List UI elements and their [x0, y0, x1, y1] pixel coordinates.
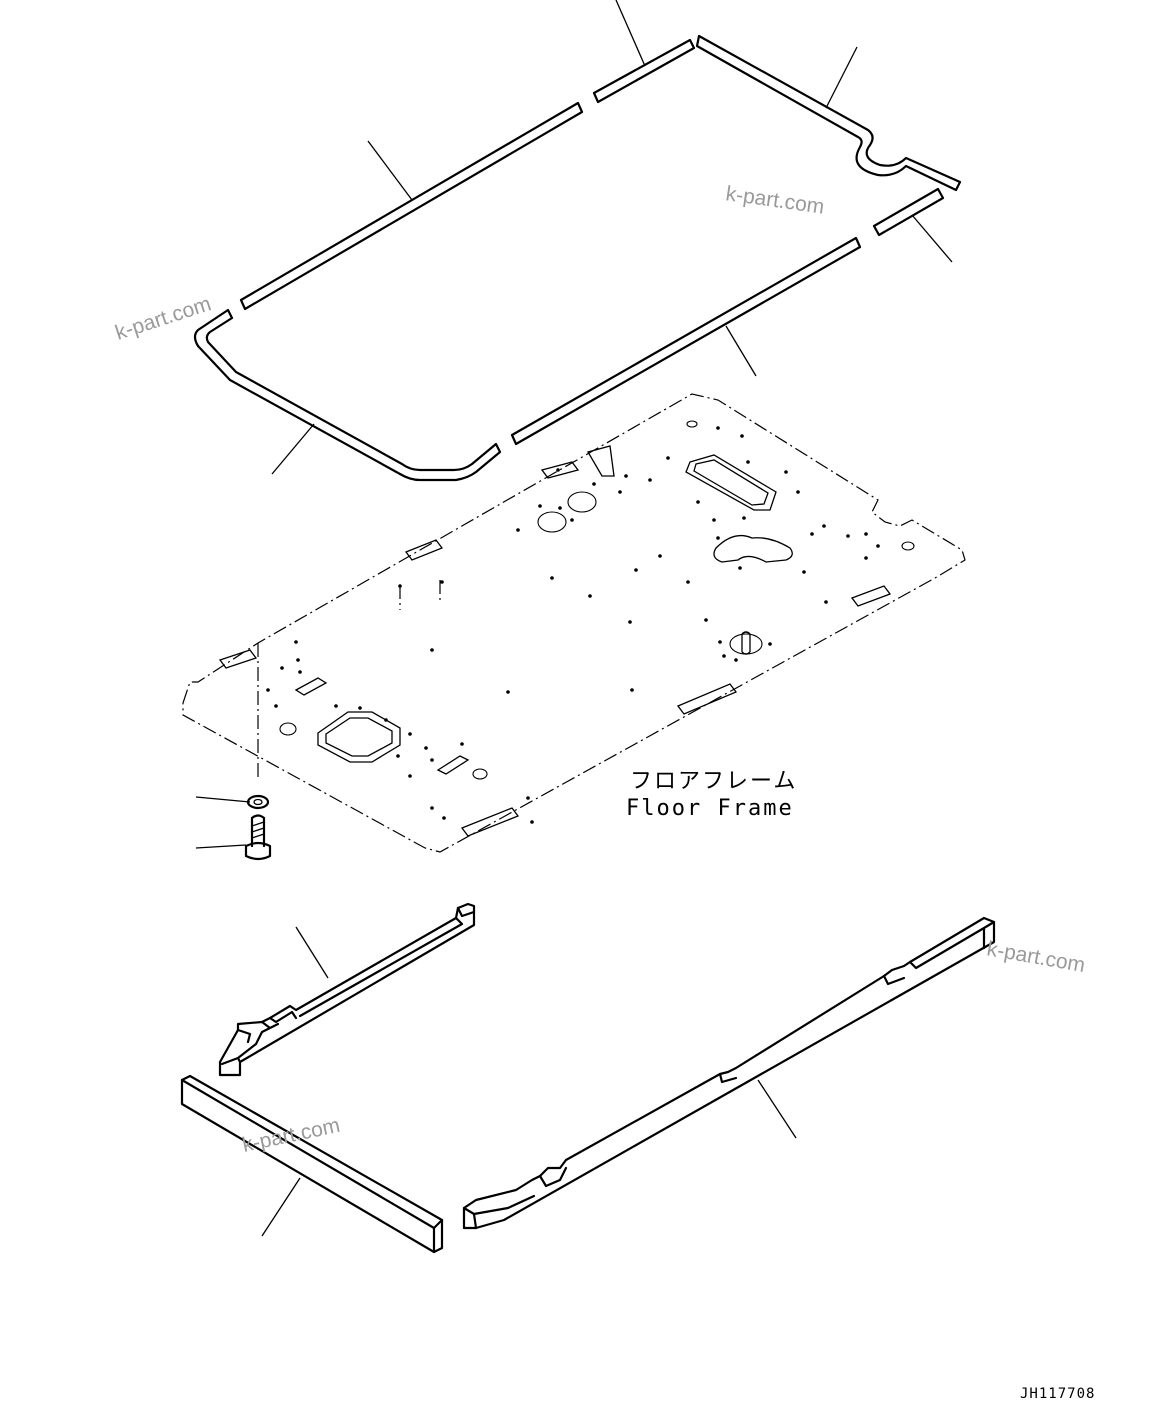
watermark: k-part.com: [112, 292, 213, 345]
leader-lines: [195, 0, 953, 1237]
seal-strip-top-short: [592, 38, 696, 104]
seal-strip-left-bent: [193, 308, 502, 482]
drawing-code: JH117708: [1020, 1386, 1095, 1402]
seal-strip-left-long: [239, 101, 584, 311]
floor-frame: [182, 393, 966, 853]
floor-frame-pin: [741, 631, 751, 655]
washer: [246, 794, 270, 810]
floor-frame-dots: [266, 426, 880, 824]
floor-frame-slot: [685, 454, 777, 511]
seal-strip-top-right: [695, 34, 962, 192]
floor-frame-hole: [567, 491, 597, 513]
watermark: k-part.com: [724, 182, 825, 219]
bolt-assembly: [244, 794, 272, 861]
floor-frame-bracket: [404, 539, 444, 561]
watermark: k-part.com: [985, 937, 1087, 977]
floor-frame-cutout-curve: [713, 534, 793, 563]
support-beam-right: [462, 916, 996, 1230]
floor-frame-cutout-left: [317, 711, 401, 763]
support-beam-left: [218, 902, 476, 1077]
seal-strip-set: [193, 34, 962, 482]
support-beam-cross: [180, 1074, 444, 1254]
seal-strip-right-short: [872, 187, 945, 237]
bolt: [244, 814, 272, 861]
floor-frame-label-jp: フロアフレーム: [630, 769, 797, 794]
floor-frame-outline: [182, 393, 966, 853]
seal-strip-right-long: [510, 236, 862, 446]
floor-frame-label-en: Floor Frame: [626, 796, 794, 821]
